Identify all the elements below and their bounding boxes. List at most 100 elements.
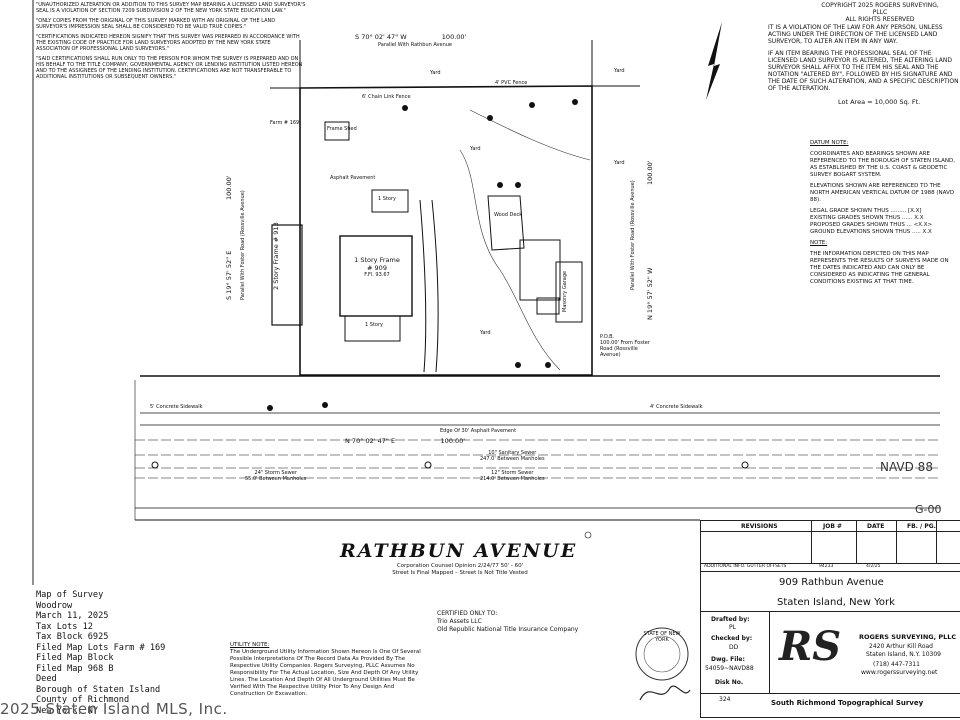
bearing: S 70° 02' 47" W — [355, 33, 407, 41]
datum-elev: ELEVATIONS SHOWN ARE REFERENCED TO THE N… — [810, 183, 955, 203]
firm-web: www.rogerssurveying.net — [861, 669, 938, 676]
frame-shed-label: Frame Shed — [327, 126, 357, 132]
storm-sewer: 12" Storm Sewer 214.0' Between Manholes — [480, 470, 545, 482]
dwg-label: Dwg. File: — [711, 656, 745, 663]
map-info-line: Tax Lots 12 — [36, 621, 93, 632]
sewer-size: 12" Storm Sewer — [491, 470, 534, 476]
distance: 100.00' — [441, 33, 467, 41]
street-name: RATHBUN AVENUE — [340, 540, 578, 562]
fence-label: 4' PVC Fence — [495, 80, 528, 86]
dwg-file: 54059~NAVD88 — [705, 665, 754, 672]
sidewalk-label: 4' Concrete Sidewalk — [650, 404, 703, 410]
house-number: # 909 — [367, 264, 387, 272]
yard-label: Yard — [470, 146, 481, 152]
header-job: JOB # — [823, 523, 843, 530]
legal-notes-left: "UNAUTHORIZED ALTERATION OR ADDITION TO … — [36, 2, 306, 84]
right-bearing: N 19° 57' 52" W — [646, 267, 654, 320]
sewer-length: 247.0' Between Manholes — [480, 456, 545, 462]
farm-label: Farm # 169 — [270, 120, 300, 126]
street-mapped: Street Is Final Mapped – Street Is Not T… — [392, 570, 528, 576]
pob-dist: 100.00' From Foster Road (Rossville Aven… — [600, 340, 650, 358]
top-bearing: S 70° 02' 47" W 100.00' — [355, 33, 466, 41]
header-revisions: REVISIONS — [741, 523, 778, 530]
header-fb: FB. / PG. — [907, 523, 936, 530]
house-ffe: F.Fl. 93.67 — [364, 272, 390, 278]
yard-label: Yard — [480, 330, 491, 336]
navd-label: NAVD 88 — [880, 460, 933, 474]
legal-note: "CERTIFICATIONS INDICATED HEREON SIGNIFY… — [36, 34, 300, 52]
map-info-line: Woodrow — [36, 600, 73, 611]
sewer-length: 55.0' Between Manholes — [245, 476, 307, 482]
left-parallel: Parallel With Foster Road (Rossville Ave… — [240, 190, 246, 300]
pob: P.O.B. — [600, 334, 615, 340]
map-info-line: March 11, 2025 — [36, 611, 109, 621]
storm-sewer: 24" Storm Sewer 55.0' Between Manholes — [245, 470, 306, 482]
checked-by: DD — [729, 644, 739, 651]
copyright-line: COPYRIGHT 2025 ROGERS SURVEYING, PLLC — [821, 2, 939, 16]
yard-label: Yard — [614, 68, 625, 74]
copyright-notice: COPYRIGHT 2025 ROGERS SURVEYING, PLLC AL… — [820, 2, 940, 23]
title-footer: South Richmond Topographical Survey — [771, 699, 924, 707]
map-info-line: Filed Map Block — [36, 653, 114, 663]
grade-legend: LEGAL GRADE SHOWN THUS ......... [X.X] E… — [810, 208, 960, 236]
revision-job: 94233 — [819, 564, 834, 569]
street-notes: Corporation Counsel Opinion 2/24/77 50' … — [360, 563, 560, 577]
one-story-label: 1 Story — [378, 196, 396, 202]
revision-info: ADDITIONAL INFO. GUTTER OFFSETS — [704, 564, 787, 569]
certified-party: Trio Assets LLC — [437, 618, 482, 625]
distance: 100.00' — [440, 437, 466, 445]
bearing: N 70° 02' 47" E — [345, 437, 396, 445]
copyright-line: ALL RIGHTS RESERVED — [845, 16, 915, 23]
certified-party: Old Republic National Title Insurance Co… — [437, 626, 579, 633]
drafted-label: Drafted by: — [711, 616, 750, 623]
map-info-line: Filed Map Lots Farm # 169 — [36, 642, 166, 653]
yard-label: Yard — [430, 70, 441, 76]
firm-address: 2420 Arthur Kill Road — [869, 643, 933, 650]
legend-line: GROUND ELEVATIONS SHOWN THUS ..... X.X — [810, 229, 932, 235]
legend-line: EXISTING GRADES SHOWN THUS ...... X.X — [810, 215, 924, 221]
legal-note: "UNAUTHORIZED ALTERATION OR ADDITION TO … — [36, 2, 306, 14]
sewer-size: 24" Storm Sewer — [254, 470, 297, 476]
map-info-line: Filed Map 968 B — [36, 663, 114, 674]
sewer-length: 214.0' Between Manholes — [480, 476, 545, 482]
map-info-line: Tax Block 6925 — [36, 632, 109, 642]
sanitary-sewer: 10" Sanitary Sewer 247.0' Between Manhol… — [480, 450, 545, 462]
yard-label: Yard — [614, 160, 625, 166]
map-info-line: County of Richmond — [36, 695, 130, 705]
house-type: 1 Story Frame — [354, 256, 400, 264]
firm-address: Staten Island, N.Y. 10309 — [866, 651, 942, 658]
legal-notes-right: IT IS A VIOLATION OF THE LAW FOR ANY PER… — [768, 24, 960, 97]
certified-heading: CERTIFIED ONLY TO: — [437, 610, 498, 617]
right-parallel: Parallel With Foster Road (Rossville Ave… — [630, 180, 636, 290]
house-number: # 913 — [272, 222, 280, 243]
header-date: DATE — [867, 523, 885, 530]
bearing: S 19° 57' 52" E — [225, 250, 233, 300]
asphalt-label: Asphalt Pavement — [330, 175, 376, 181]
revision-date: 4/2/25 — [866, 564, 881, 569]
property-address: 909 Rathbun Avenue — [779, 577, 884, 588]
map-info-line: New York, NY — [36, 705, 99, 716]
note-text: THE INFORMATION DEPICTED ON THIS MAP REP… — [810, 251, 949, 285]
map-info-line: Map of Survey — [36, 590, 104, 600]
g-code: G-00 — [915, 503, 942, 516]
firm-phone: (718) 447-7311 — [873, 661, 920, 668]
drafted-by: PL — [729, 624, 736, 631]
left-house-label: 2 Story Frame # 913 — [272, 222, 280, 290]
utility-note: UTILITY NOTE: The Underground Utility In… — [230, 642, 430, 698]
firm-name: ROGERS SURVEYING, PLLC — [859, 633, 957, 641]
right-dist: 100.00' — [646, 160, 654, 185]
wood-deck-label: Wood Deck — [494, 212, 523, 218]
map-info: Map of Survey Woodrow March 11, 2025 Tax… — [36, 590, 165, 716]
left-bearing: S 19° 57' 52" E — [225, 251, 233, 300]
legal-note: "ONLY COPIES FROM THE ORIGINAL OF THIS S… — [36, 18, 276, 30]
lot-boundary — [299, 85, 593, 376]
pob-label: P.O.B. 100.00' From Foster Road (Rossvil… — [600, 334, 650, 358]
disk-number: 324 — [719, 696, 731, 703]
one-story-label: 1 Story — [365, 322, 383, 328]
note-heading: NOTE: — [810, 240, 828, 246]
datum-heading: DATUM NOTE: — [810, 140, 849, 146]
rs-logo-icon: RS — [779, 623, 842, 670]
house-type: 2 Story Frame — [272, 244, 280, 290]
map-info-line: Deed — [36, 674, 57, 684]
